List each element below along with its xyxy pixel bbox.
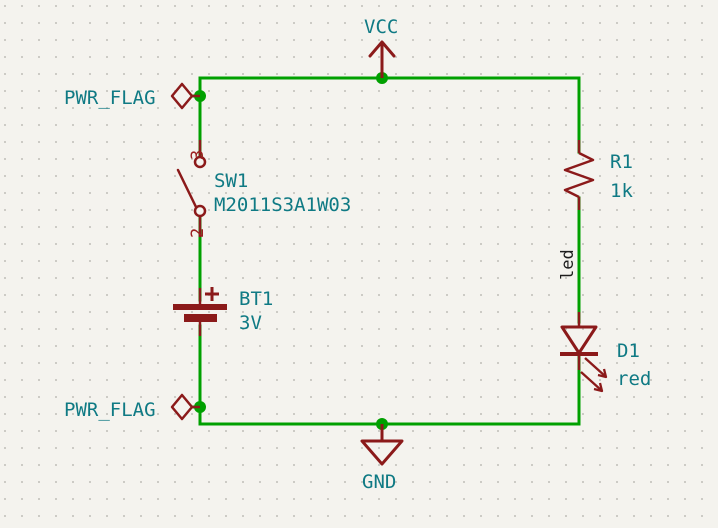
sw1-value-label[interactable]: M2011S3A1W03 [214, 194, 352, 216]
wire-group [190, 58, 581, 442]
r1-resistor-symbol[interactable] [563, 140, 595, 210]
pwr-flag-bottom-label[interactable]: PWR_FLAG [64, 399, 156, 421]
bt1-plus-marker [205, 287, 219, 301]
pwr-flag-top-label[interactable]: PWR_FLAG [64, 87, 156, 109]
junction-group [194, 72, 388, 430]
sw1-switch-symbol[interactable] [176, 140, 207, 237]
d1-reference-label[interactable]: D1 [617, 340, 640, 362]
d1-emission-arrows-icon [580, 357, 608, 393]
d1-led-symbol[interactable] [560, 312, 608, 393]
sw1-lever [176, 168, 198, 209]
pwr-flag-bottom-symbol[interactable] [170, 393, 200, 421]
resistor-zigzag-icon [563, 151, 595, 199]
power-flag-diamond-icon [170, 393, 194, 421]
sw1-terminal-3 [193, 155, 207, 169]
power-flag-diamond-icon [170, 82, 194, 110]
sw1-pin-3-number: 3 [188, 149, 208, 160]
sw1-terminal-2 [193, 204, 207, 218]
bt1-reference-label[interactable]: BT1 [239, 288, 274, 310]
d1-triangle [560, 325, 598, 355]
bt1-battery-symbol[interactable] [173, 287, 227, 336]
bt1-value-label[interactable]: 3V [239, 312, 262, 334]
pwr-flag-top-symbol[interactable] [170, 82, 200, 110]
vcc-label[interactable]: VCC [364, 16, 399, 38]
bt1-plate-long [173, 304, 227, 310]
r1-value-label[interactable]: 1k [610, 180, 633, 202]
d1-value-label[interactable]: red [617, 368, 652, 390]
sw1-reference-label[interactable]: SW1 [214, 170, 249, 192]
net-label-led[interactable]: led [558, 249, 578, 280]
vcc-power-symbol[interactable] [368, 40, 396, 78]
power-arrow-up-icon [368, 40, 396, 58]
gnd-power-symbol[interactable] [360, 424, 404, 466]
sw1-pin-2-number: 2 [188, 227, 208, 238]
bt1-plate-short [184, 314, 217, 322]
gnd-label[interactable]: GND [362, 471, 397, 493]
r1-reference-label[interactable]: R1 [610, 151, 633, 173]
ground-triangle-icon [360, 439, 404, 466]
